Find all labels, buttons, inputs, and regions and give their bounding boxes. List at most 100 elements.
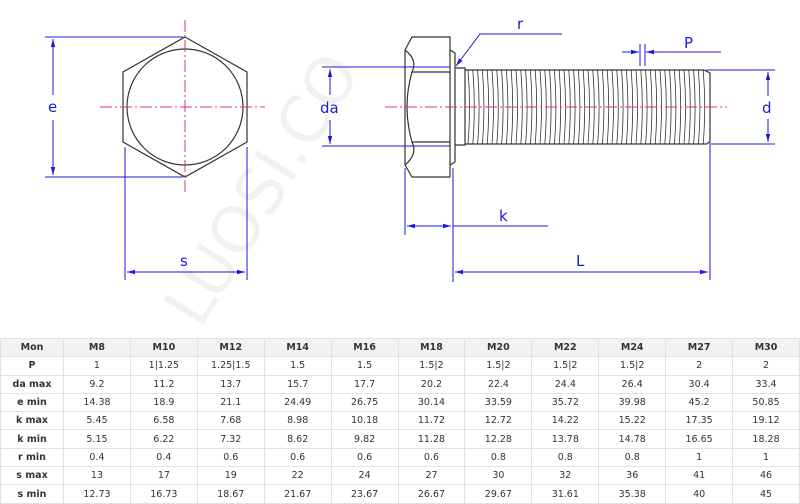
thread-line (602, 69, 605, 145)
table-cell: 18.28 (732, 429, 800, 449)
table-cell: 5.45 (63, 411, 131, 431)
dim-d (706, 69, 775, 145)
thread-line (698, 69, 701, 145)
dim-s (124, 147, 248, 280)
table-cell: 24 (330, 466, 399, 486)
label-s: s (180, 252, 188, 270)
table-cell: 1.5|2 (397, 356, 466, 376)
table-cell: 29.67 (464, 484, 533, 504)
table-cell: 10.18 (330, 411, 399, 431)
table-cell: 12.72 (464, 411, 533, 431)
table-cell: 9.82 (330, 429, 399, 449)
table-cell: 45.2 (665, 392, 734, 413)
row-header: e min (0, 392, 64, 413)
thread-line (482, 69, 485, 145)
table-cell: 26.4 (598, 374, 667, 394)
table-cell: 31.61 (531, 484, 600, 504)
table-cell: 1 (665, 447, 734, 468)
table-cell: 14.38 (63, 392, 131, 413)
table-cell: 33.4 (732, 374, 800, 394)
row-header: s max (0, 466, 64, 486)
table-cell: 6.22 (129, 429, 198, 449)
table-cell: 27 (397, 466, 466, 486)
dim-r (455, 33, 562, 67)
table-cell: 2 (732, 356, 800, 376)
table-cell: 30.4 (665, 374, 734, 394)
table-cell: 11.72 (397, 411, 466, 431)
table-cell: 21.1 (196, 392, 265, 413)
table-cell: 33.59 (464, 392, 533, 413)
bolt-side-view (404, 36, 711, 178)
table-cell: 22 (263, 466, 332, 486)
table-cell: 0.8 (464, 447, 533, 468)
column-header: M10 (129, 337, 198, 358)
row-header: k min (0, 429, 64, 449)
table-cell: 17.35 (665, 411, 734, 431)
table-cell: 7.32 (196, 429, 265, 449)
table-cell: 46 (732, 466, 800, 486)
table-cell: 16.73 (129, 484, 198, 504)
column-header: M18 (397, 337, 466, 358)
thread-line (597, 69, 600, 145)
table-cell: 16.65 (665, 429, 734, 449)
thread-line (496, 69, 499, 145)
table-cell: 23.67 (330, 484, 399, 504)
table-cell: 15.7 (263, 374, 332, 394)
dim-e (45, 36, 183, 178)
table-cell: 19.12 (732, 411, 800, 431)
table-cell: 13 (63, 466, 131, 486)
table-cell: 32 (531, 466, 600, 486)
thread-line (616, 69, 619, 145)
table-cell: 11.28 (397, 429, 466, 449)
thread-line (578, 69, 581, 145)
table-cell: 18.67 (196, 484, 265, 504)
thread-line (477, 69, 480, 145)
thread-line (520, 69, 523, 145)
column-header: M27 (665, 337, 734, 358)
table-cell: 1.5 (263, 356, 332, 376)
table-cell: 17 (129, 466, 198, 486)
table-cell: 1.5 (330, 356, 399, 376)
table-cell: 17.7 (330, 374, 399, 394)
row-header: P (0, 356, 64, 376)
table-cell: 21.67 (263, 484, 332, 504)
bolt-drawing: LUOSI.CO e s da (45, 15, 775, 335)
table-cell: 1.25|1.5 (196, 356, 265, 376)
table-cell: 39.98 (598, 392, 667, 413)
table-cell: 12.28 (464, 429, 533, 449)
table-cell: 41 (665, 466, 734, 486)
thread-line (640, 69, 643, 145)
table-cell: 35.38 (598, 484, 667, 504)
table-cell: 24.49 (263, 392, 332, 413)
table-cell: 35.72 (531, 392, 600, 413)
column-header: M8 (63, 337, 131, 358)
hex-centerlines (100, 20, 265, 192)
label-l: L (576, 252, 585, 270)
thread-line (635, 69, 638, 145)
label-e: e (48, 98, 57, 116)
table-cell: 14.78 (598, 429, 667, 449)
column-header: M14 (263, 337, 332, 358)
dim-da (322, 66, 450, 147)
table-cell: 1.5|2 (464, 356, 533, 376)
table-cell: 24.4 (531, 374, 600, 394)
dim-k (404, 168, 548, 282)
table-cell: 36 (598, 466, 667, 486)
label-p: P (684, 34, 693, 52)
column-header: M30 (732, 337, 800, 358)
table-cell: 14.22 (531, 411, 600, 431)
table-cell: 13.7 (196, 374, 265, 394)
table-cell: 0.8 (598, 447, 667, 468)
row-header: k max (0, 411, 64, 431)
dim-p (622, 44, 721, 66)
table-cell: 13.78 (531, 429, 600, 449)
label-d: d (762, 99, 772, 117)
thread-line (515, 69, 518, 145)
column-header: M22 (531, 337, 600, 358)
